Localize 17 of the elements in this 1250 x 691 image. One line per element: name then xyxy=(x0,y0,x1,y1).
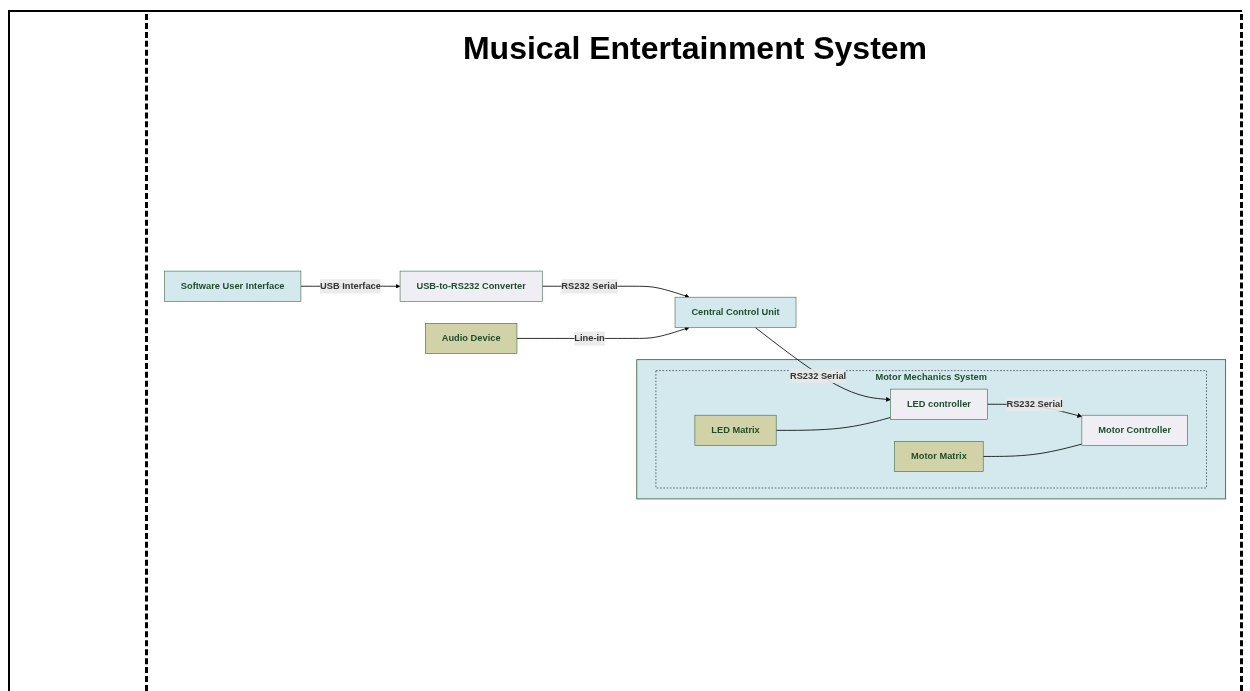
node-box: LED controller xyxy=(890,388,988,420)
connector xyxy=(775,417,891,431)
node-box: Central Control Unit xyxy=(674,296,797,328)
edge-label: RS232 Serial xyxy=(1006,398,1063,410)
edge-label: USB Interface xyxy=(320,280,381,292)
node-box: USB-to-RS232 Converter xyxy=(399,270,543,302)
node-box: Motor Controller xyxy=(1081,414,1188,446)
edge-label: RS232 Serial xyxy=(789,370,847,381)
diagram-title: Musical Entertainment System xyxy=(461,30,929,67)
node-box: LED Matrix xyxy=(694,414,777,446)
node-box: Software User Interface xyxy=(164,270,302,302)
node-box: Motor Matrix xyxy=(894,441,984,472)
cluster xyxy=(636,359,1227,500)
edge-label: Line-in xyxy=(574,333,605,344)
edge-label: RS232 Serial xyxy=(561,280,618,292)
node-box: Audio Device xyxy=(425,323,518,354)
connector xyxy=(982,443,1083,457)
